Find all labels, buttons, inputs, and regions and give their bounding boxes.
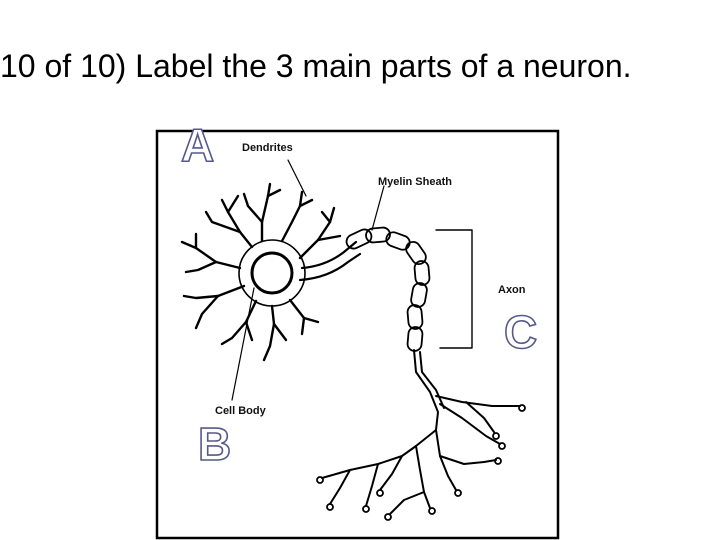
cell-body-label: Cell Body	[215, 405, 266, 417]
myelin-sheath-label: Myelin Sheath	[378, 176, 452, 188]
question-title: 10 of 10) Label the 3 main parts of a ne…	[0, 48, 632, 84]
cell-body-outline	[238, 239, 306, 307]
dendrites	[180, 182, 342, 362]
axon-label: Axon	[498, 284, 526, 296]
dendrites-label: Dendrites	[242, 142, 293, 154]
myelin-sheath-segments	[345, 226, 431, 352]
leader-lines	[231, 159, 473, 401]
axon-hillock	[300, 240, 358, 270]
answer-letter-b: B	[197, 418, 232, 470]
axon-terminals	[316, 404, 526, 521]
axon-terminal-branches	[321, 349, 521, 515]
diagram-frame	[155, 129, 560, 540]
cell-body-soma	[250, 251, 294, 295]
answer-letter-c: C	[503, 306, 538, 358]
answer-letter-a: A	[180, 119, 215, 171]
